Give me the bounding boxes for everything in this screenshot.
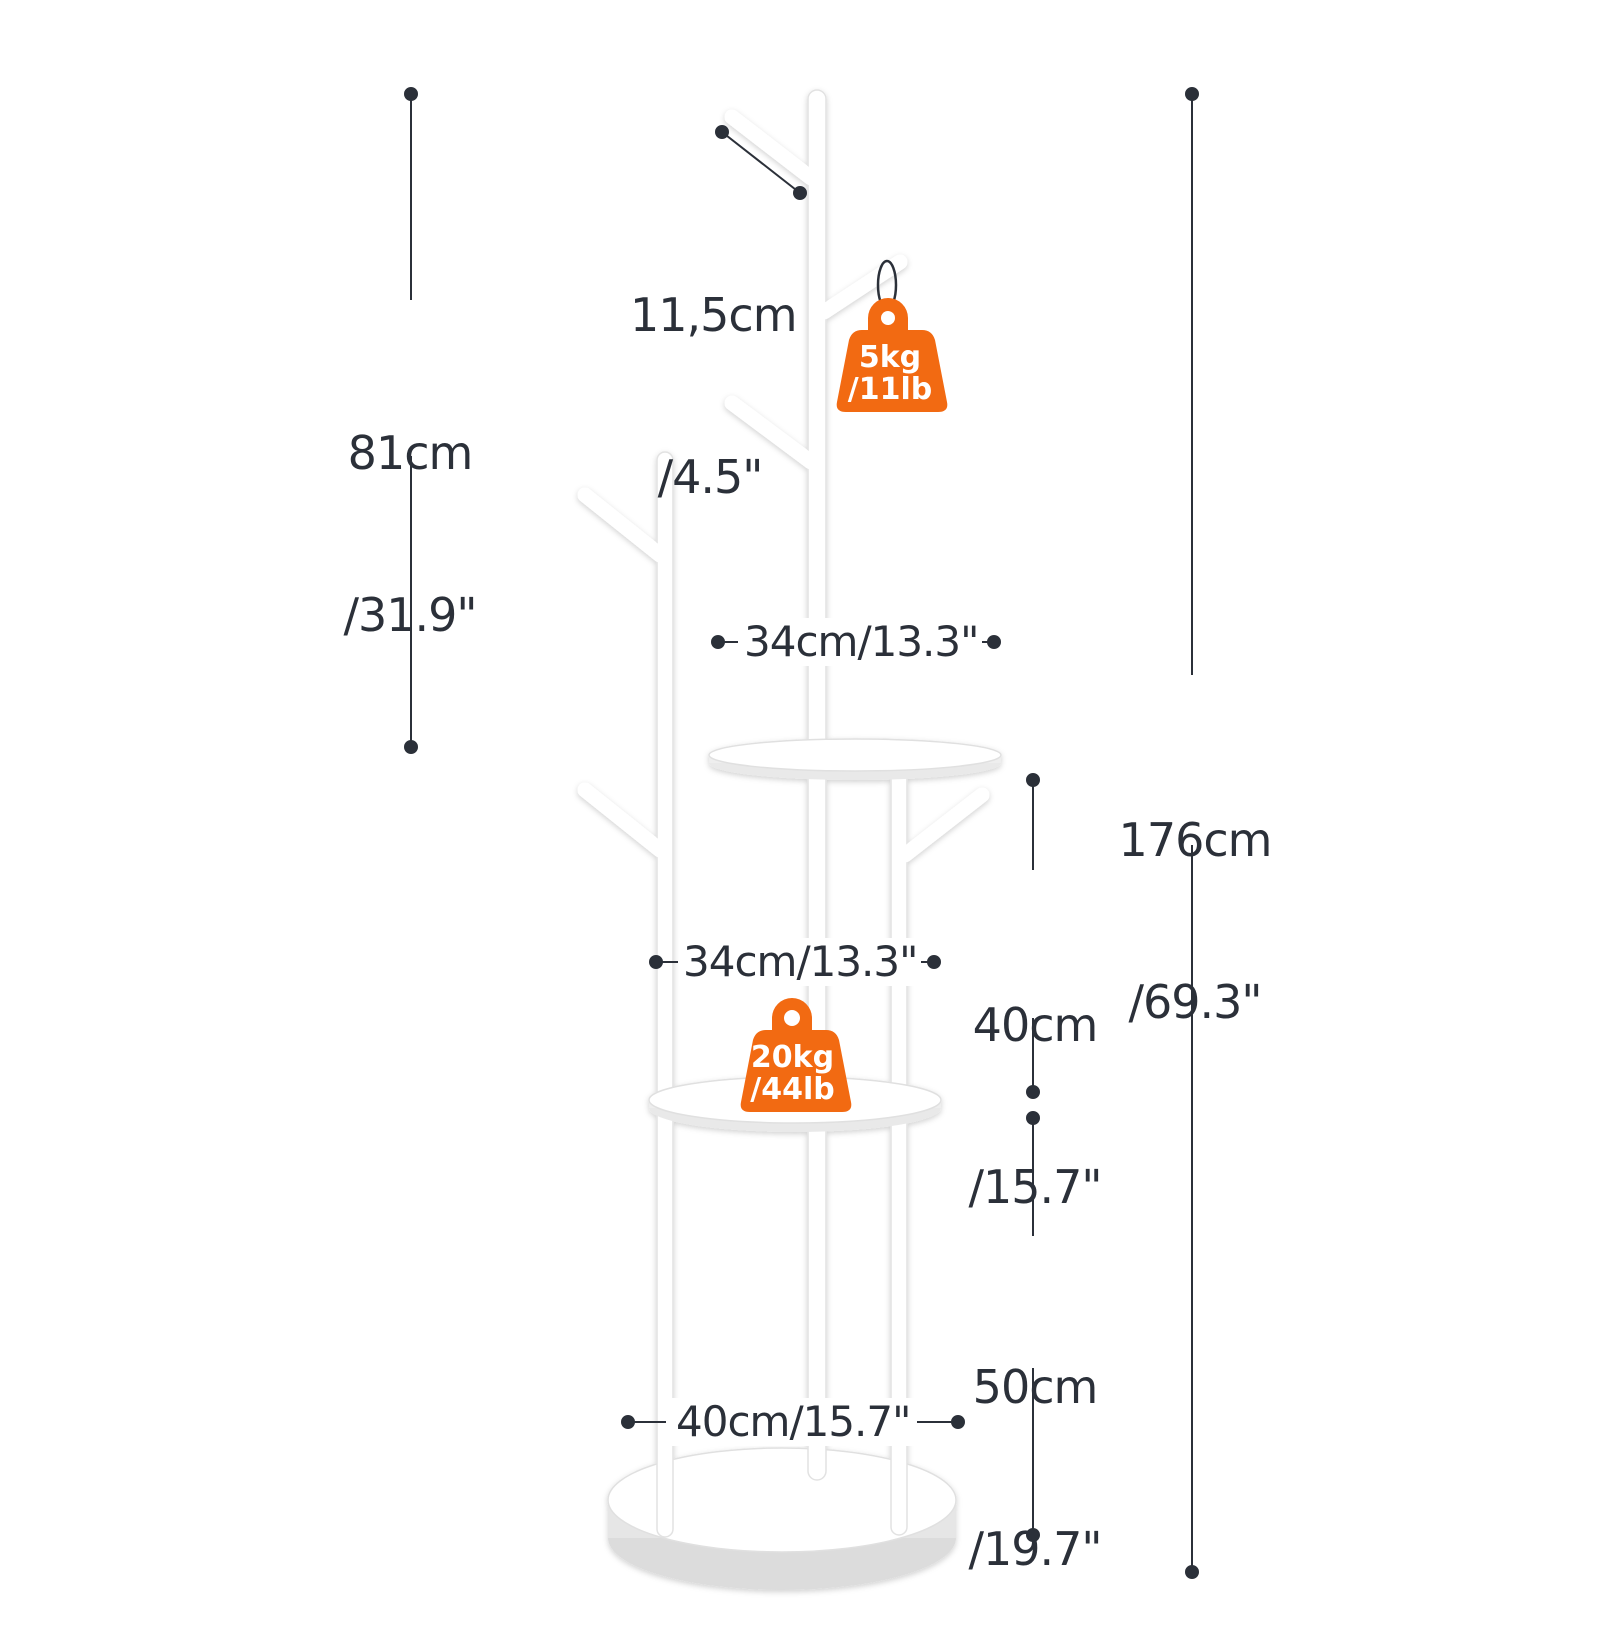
hook-load-imperial: /11lb [847,372,933,407]
middle-shelf-width-label: 34cm/13.3" [679,938,922,986]
base-width-label: 40cm/15.7" [672,1398,915,1446]
center-pole [724,89,908,1481]
shelf-gap-label: 40cm /15.7" [960,890,1110,1268]
hook-length-metric: 11,5cm [630,288,798,342]
upper-height-label: 81cm /31.9" [340,318,480,696]
dimension-lines [404,87,1199,1579]
lower-height-label: 50cm /19.7" [960,1252,1110,1630]
shelf-load-label: 20kg /44lb [745,1042,840,1106]
shelf-load-metric: 20kg [750,1040,835,1075]
total-height-metric: 176cm [1118,813,1273,867]
lower-height-metric: 50cm [972,1360,1099,1414]
total-height-imperial: /69.3" [1128,975,1262,1029]
hook-length-imperial: /4.5" [657,450,764,504]
shelf-gap-imperial: /15.7" [968,1160,1102,1214]
top-shelf-width-label: 34cm/13.3" [740,618,983,666]
hook-length-label: 11,5cm /4.5" [630,180,798,558]
left-pole [577,451,674,1538]
upper-height-imperial: /31.9" [343,588,477,642]
lower-height-imperial: /19.7" [968,1522,1102,1576]
hook-load-label: 5kg /11lb [845,342,935,406]
hook-weight-tag [836,259,948,412]
top-shelf [708,738,1002,780]
shelf-load-imperial: /44lb [750,1072,835,1107]
total-height-label: 176cm /69.3" [1110,705,1280,1083]
upper-height-metric: 81cm [347,426,474,480]
hook-load-metric: 5kg [858,340,922,375]
shelf-gap-metric: 40cm [972,998,1099,1052]
shelf-weight-tag [740,998,852,1112]
